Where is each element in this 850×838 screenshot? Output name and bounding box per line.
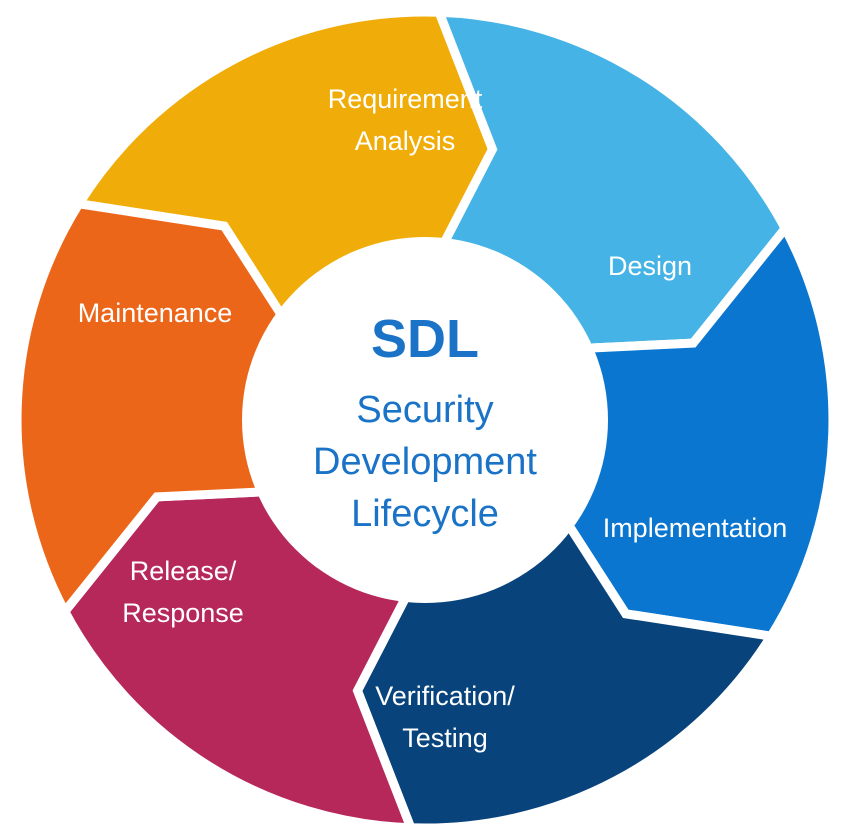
- phase-label-maintenance-line-1: Maintenance: [78, 298, 233, 328]
- phase-label-implementation-line-1: Implementation: [603, 513, 788, 543]
- phase-labels: RequirementAnalysisDesignImplementationV…: [78, 84, 788, 753]
- phase-label-design-line-1: Design: [608, 251, 692, 281]
- phase-label-verification-testing-line-2: Testing: [402, 723, 488, 753]
- center-title: SDL: [371, 309, 479, 369]
- phase-label-requirement-analysis-line-1: Requirement: [328, 84, 483, 114]
- center-subtitle-line-3: Lifecycle: [351, 493, 499, 535]
- phase-label-release-response-line-1: Release/: [130, 556, 237, 586]
- phase-label-release-response-line-2: Response: [122, 598, 244, 628]
- phase-label-verification-testing-line-1: Verification/: [375, 681, 515, 711]
- center-subtitle-line-1: Security: [356, 389, 493, 431]
- center-subtitle-line-2: Development: [313, 441, 537, 483]
- phase-label-requirement-analysis-line-2: Analysis: [355, 126, 456, 156]
- center-circle: [242, 237, 608, 603]
